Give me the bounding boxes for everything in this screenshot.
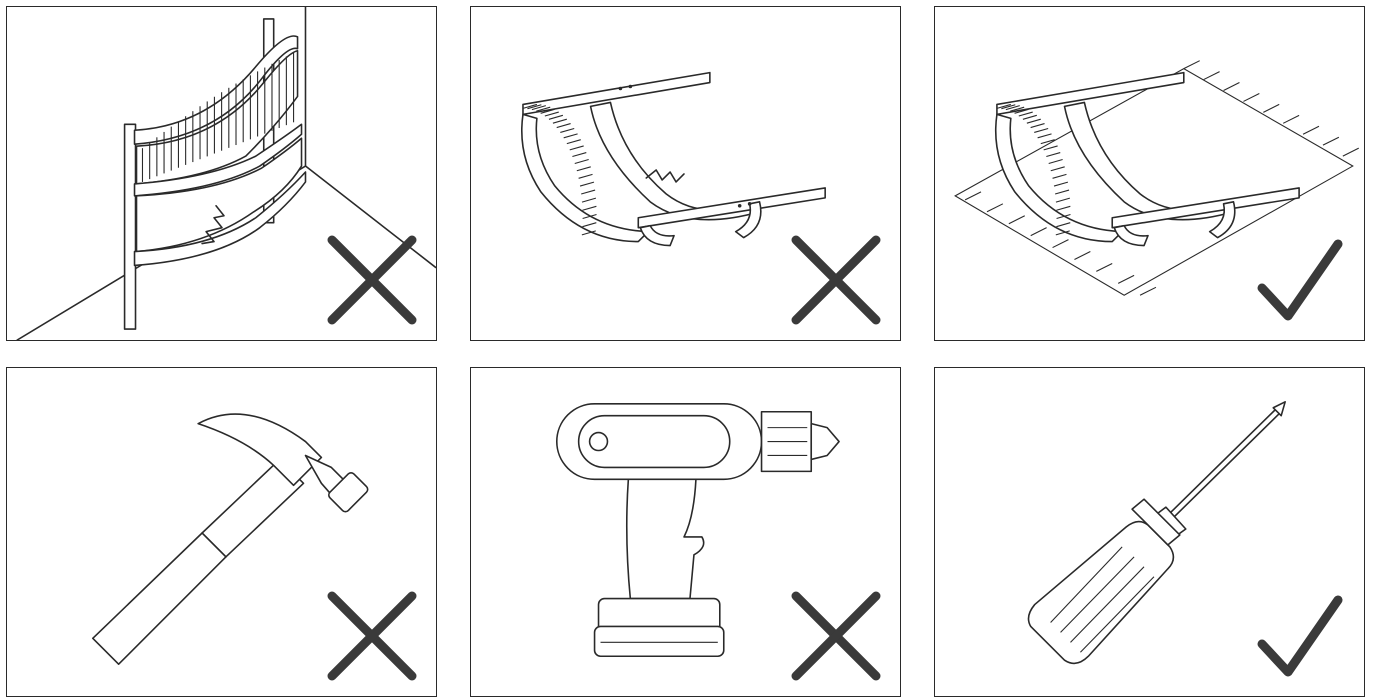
panel-hammer [6,367,437,697]
x-mark-icon [791,235,881,325]
x-mark-icon [327,235,417,325]
panel-power-drill [470,367,901,697]
hammer-illustration [91,413,369,665]
panel-crib-base-on-mat [934,6,1365,341]
check-mark-icon [1257,239,1343,321]
panel-screwdriver [934,367,1365,697]
crib-corner-illustration [16,7,436,340]
power-drill-illustration [555,402,840,658]
panel-crib-base-cracked [470,6,901,341]
crib-base-illustration [520,71,826,247]
panel-crib-corner-cracked [6,6,437,341]
check-mark-icon [1257,595,1343,677]
crib-base-on-mat-illustration [954,60,1359,296]
x-mark-icon [327,591,417,681]
x-mark-icon [791,591,881,681]
screwdriver-illustration [1027,400,1286,665]
